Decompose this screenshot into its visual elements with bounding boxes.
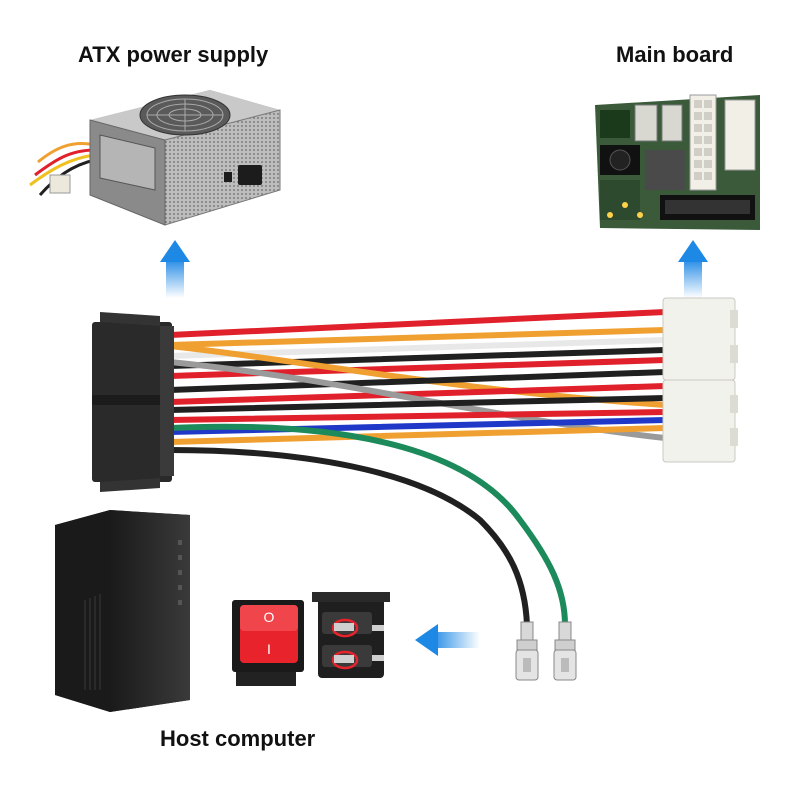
atx-power-supply-image bbox=[29, 90, 281, 226]
host-computer-tower bbox=[55, 510, 190, 712]
rocker-switch-front: O I bbox=[232, 600, 304, 686]
rocker-switch-back bbox=[312, 592, 390, 678]
psu-cable-bundle bbox=[29, 142, 96, 196]
spade-terminal-green bbox=[553, 621, 577, 681]
black-atx-connector bbox=[92, 312, 174, 492]
white-mainboard-connector bbox=[662, 297, 738, 463]
wire-harness bbox=[167, 309, 668, 628]
switch-left-arrow bbox=[415, 624, 480, 656]
host-computer-label: Host computer bbox=[160, 726, 316, 751]
switch-on-symbol: I bbox=[267, 641, 271, 657]
main-board-label: Main board bbox=[616, 42, 734, 67]
mainboard-up-arrow bbox=[678, 240, 708, 298]
main-board-image bbox=[595, 94, 760, 230]
atx-power-supply-label: ATX power supply bbox=[78, 42, 269, 67]
spade-terminal-black bbox=[515, 621, 539, 681]
switch-off-symbol: O bbox=[264, 609, 275, 625]
psu-up-arrow bbox=[160, 240, 190, 298]
